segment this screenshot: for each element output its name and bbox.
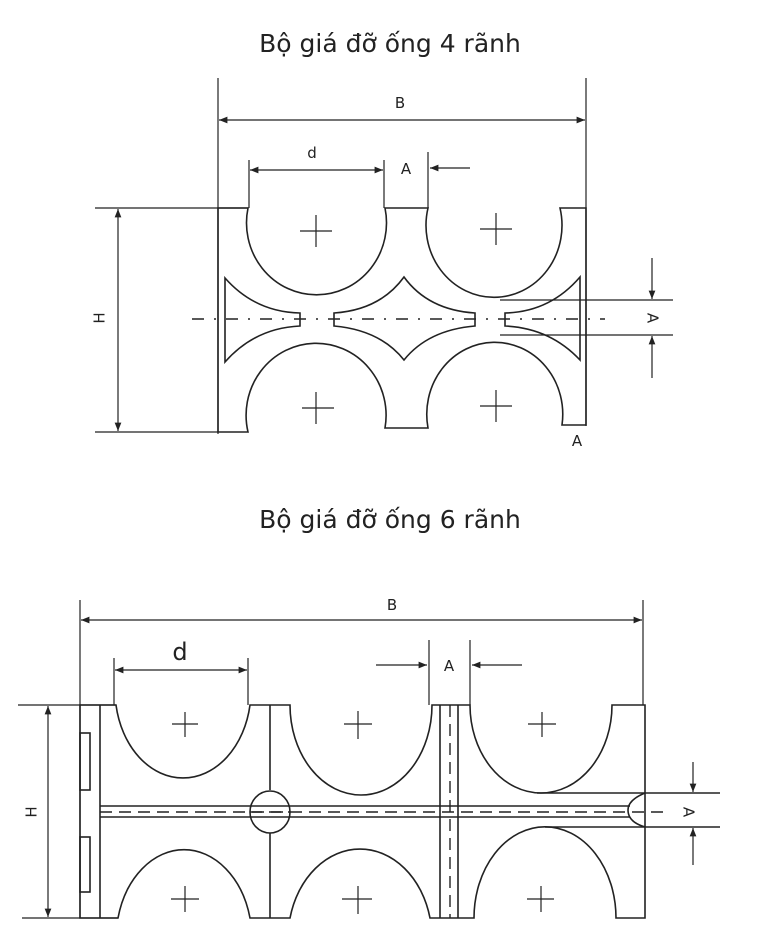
label-A-side: A xyxy=(680,807,698,818)
diagram-4-title: Bộ giá đỡ ống 4 rãnh xyxy=(259,29,521,58)
end-notch xyxy=(79,732,91,791)
rounded-end xyxy=(627,792,646,828)
label-H: H xyxy=(91,312,109,323)
diagram-6-title: Bộ giá đỡ ống 6 rãnh xyxy=(259,505,521,534)
end-notch xyxy=(79,836,91,893)
label-A-top: A xyxy=(444,657,455,675)
support-body-outline xyxy=(79,704,646,919)
label-A-side: A xyxy=(644,313,662,324)
cutout-right xyxy=(504,274,581,363)
label-d: d xyxy=(172,638,187,666)
support-body-outline xyxy=(217,207,587,433)
label-B: B xyxy=(387,596,397,614)
label-B: B xyxy=(395,94,405,112)
label-d: d xyxy=(307,144,317,162)
label-H: H xyxy=(23,806,41,817)
label-A-bottom: A xyxy=(572,432,583,450)
center-mark-icon xyxy=(300,213,512,424)
cutout-left xyxy=(224,275,301,365)
cutout-center xyxy=(333,275,476,362)
diagram-6-slot: Bộ giá đỡ ống 6 rãnh B d A H xyxy=(18,505,720,919)
diagram-4-slot: Bộ giá đỡ ống 4 rãnh B d A H xyxy=(91,29,673,450)
center-mark-icon xyxy=(171,711,556,914)
label-A-top: A xyxy=(401,160,412,178)
